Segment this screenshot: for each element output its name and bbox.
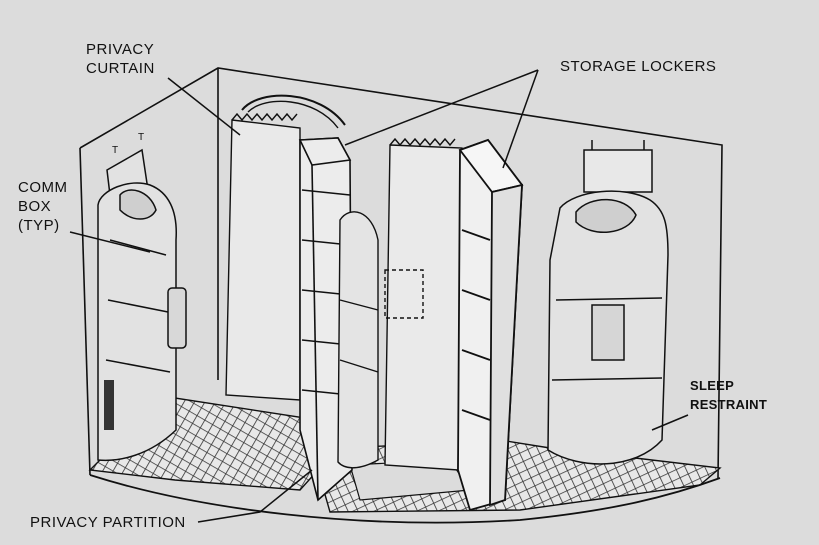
right-sleep-restraint xyxy=(548,140,668,464)
label-comm-box-line2: BOX xyxy=(18,198,52,215)
label-comm-box-line3: (TYP) xyxy=(18,217,60,234)
label-privacy-curtain: PRIVACY CURTAIN xyxy=(86,40,155,78)
leader-storage-lockers-a xyxy=(345,70,538,145)
svg-text:T: T xyxy=(112,145,118,156)
middle-sleep-restraint xyxy=(338,212,378,468)
leader-lines xyxy=(70,70,688,522)
label-sleep-restraint-line2: RESTRAINT xyxy=(690,397,768,412)
privacy-curtain-left xyxy=(226,96,345,400)
label-comm-box-line1: COMM xyxy=(18,179,68,196)
compartment-walls xyxy=(80,68,722,478)
leader-privacy-partition xyxy=(198,470,312,522)
left-sleep-restraint: T T xyxy=(98,132,186,460)
svg-text:T: T xyxy=(138,132,144,143)
label-privacy-partition: PRIVACY PARTITION xyxy=(30,514,186,531)
label-sleep-restraint-line1: SLEEP xyxy=(690,378,735,393)
leader-privacy-curtain xyxy=(168,78,240,135)
privacy-curtain-center xyxy=(385,139,462,470)
label-storage-lockers: STORAGE LOCKERS xyxy=(560,58,717,75)
label-sleep-restraint: SLEEP RESTRAINT xyxy=(690,376,767,414)
label-privacy-curtain-line1: PRIVACY xyxy=(86,41,155,58)
storage-locker-right xyxy=(458,140,522,510)
label-comm-box: COMM BOX (TYP) xyxy=(18,178,68,235)
leader-storage-lockers-b xyxy=(503,70,538,168)
leader-sleep-restraint xyxy=(652,415,688,430)
leader-comm-box xyxy=(70,232,150,252)
label-privacy-curtain-line2: CURTAIN xyxy=(86,60,155,77)
